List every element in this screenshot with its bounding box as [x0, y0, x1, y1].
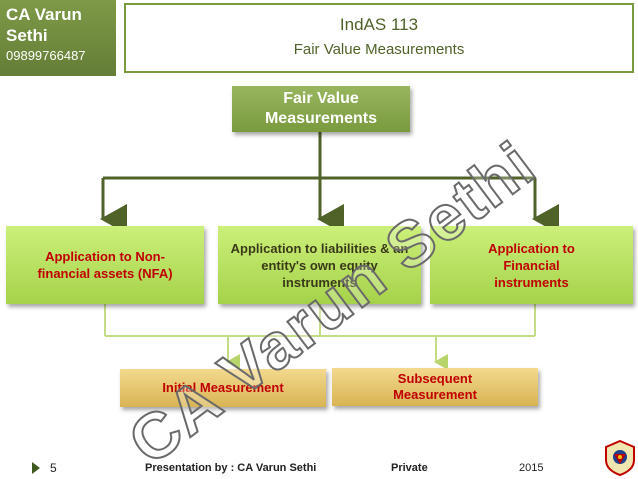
- slide-subtitle: Fair Value Measurements: [293, 41, 465, 58]
- presenter-badge: CA Varun Sethi 09899766487: [0, 0, 116, 76]
- footer-presenter: Presentation by : CA Varun Sethi: [145, 462, 317, 474]
- application-nfa-label: Application to Non-financial assets (NFA…: [37, 249, 173, 281]
- root-node: Fair Value Measurements: [232, 86, 410, 132]
- footer-year: 2015: [519, 462, 544, 474]
- icai-logo-icon: [605, 440, 635, 476]
- application-financial-box: Application to Financial instruments: [430, 226, 633, 304]
- play-arrow-icon: [32, 462, 40, 474]
- application-nfa-box: Application to Non-financial assets (NFA…: [6, 226, 204, 304]
- application-liabilities-box: Application to liabilities & an entity's…: [218, 226, 421, 304]
- bottom-connectors: [104, 304, 536, 370]
- slide-title: IndAS 113: [339, 15, 419, 34]
- initial-measurement-box: Initial Measurement: [120, 369, 326, 407]
- subsequent-measurement-box: Subsequent Measurement: [332, 368, 538, 406]
- title-box: IndAS 113 Fair Value Measurements: [124, 3, 634, 73]
- initial-measurement-label: Initial Measurement: [162, 380, 284, 395]
- page-number: 5: [50, 461, 57, 475]
- presenter-name: CA Varun Sethi: [6, 5, 82, 45]
- application-financial-label: Application to Financial instruments: [488, 240, 575, 290]
- subsequent-measurement-label: Subsequent Measurement: [393, 371, 477, 402]
- application-liabilities-label: Application to liabilities & an entity's…: [230, 240, 409, 290]
- presenter-phone: 09899766487: [6, 48, 86, 63]
- top-connectors: [100, 132, 559, 234]
- footer-private: Private: [391, 462, 428, 474]
